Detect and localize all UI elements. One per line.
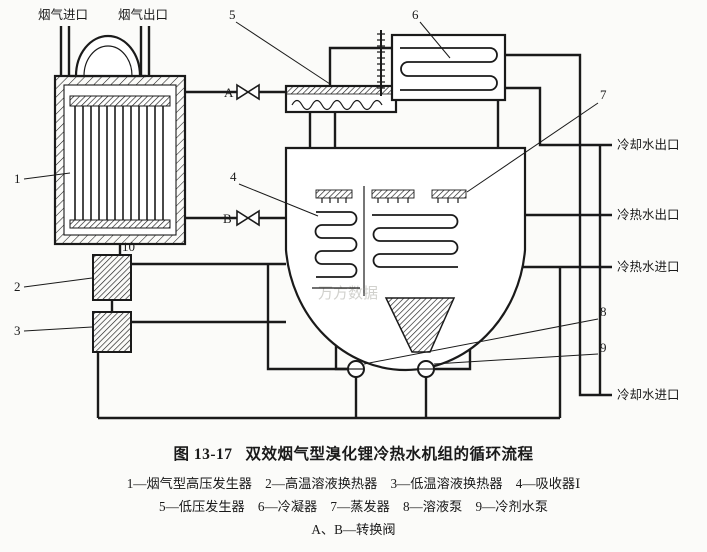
level-gauge	[377, 30, 385, 96]
spray-header	[431, 189, 467, 199]
high-temp-heat-exchanger	[92, 254, 132, 301]
caption-title-row: 图 13-17 双效烟气型溴化锂冷热水机组的循环流程	[0, 442, 707, 464]
low-temp-heat-exchanger	[92, 311, 132, 353]
valve-b	[236, 209, 260, 227]
dome-inner	[83, 45, 133, 77]
callout-numbers: 1 2 3 4 5 6 7 8 9 10 A B	[14, 7, 607, 355]
callout-4: 4	[230, 169, 237, 184]
leader-line	[23, 277, 93, 288]
condenser-coil	[400, 47, 498, 91]
callout-1: 1	[14, 171, 21, 186]
tube-sheet-bottom	[69, 219, 171, 229]
lp-generator	[284, 84, 398, 114]
flue-gas-outlet-label: 烟气出口	[118, 7, 168, 22]
callout-5: 5	[229, 7, 236, 22]
leader-line	[235, 21, 331, 85]
valve-a-label: A	[224, 85, 234, 100]
main-shell-body	[284, 146, 527, 371]
callout-6: 6	[412, 7, 419, 22]
spray-drips	[321, 198, 459, 203]
main-shell: 万方数据	[284, 146, 527, 371]
piping-network	[59, 26, 612, 420]
leader-line	[433, 353, 599, 365]
gauge-ticks	[377, 33, 385, 89]
watermark: 万方数据	[318, 285, 378, 302]
pipe	[328, 46, 392, 86]
figure-caption: 图 13-17 双效烟气型溴化锂冷热水机组的循环流程 1—烟气型高压发生器 2—高…	[0, 442, 707, 541]
leader-line	[419, 21, 451, 59]
spray-header	[315, 189, 353, 199]
leader-line	[466, 102, 599, 193]
cooling-water-inlet-pipe	[505, 53, 612, 397]
chilled-hot-water-outlet-label: 冷热水出口	[617, 208, 680, 222]
legend-line-1: 1—烟气型高压发生器 2—高温溶液换热器 3—低温溶液换热器 4—吸收器Ⅰ	[126, 476, 581, 491]
tube-sheet-top	[69, 95, 171, 107]
callout-9: 9	[600, 340, 607, 355]
pipe	[266, 264, 348, 371]
leader-line	[238, 183, 319, 217]
figure-title: 双效烟气型溴化锂冷热水机组的循环流程	[245, 446, 534, 463]
condenser	[390, 33, 507, 102]
lp-generator-coil	[291, 99, 383, 111]
spray-headers	[315, 189, 467, 203]
dome	[74, 34, 142, 77]
absorber-coil	[314, 211, 358, 278]
cooling-water-outlet-pipe	[505, 86, 612, 147]
hp-generator	[53, 34, 187, 246]
collection-funnel	[384, 297, 456, 353]
pipe-text-labels: 烟气进口 烟气出口 冷却水出口 冷热水出口 冷热水进口 冷却水进口	[38, 7, 680, 402]
hp-generator-interior	[63, 84, 177, 236]
cooling-water-outlet-label: 冷却水出口	[617, 138, 680, 152]
lp-generator-hatch	[285, 85, 397, 95]
leader-line	[23, 172, 71, 180]
cooling-water-inlet-label: 冷却水进口	[617, 388, 680, 402]
legend-line-3: A、B—转换阀	[311, 522, 396, 538]
callout-10: 10	[122, 239, 135, 254]
evaporator-coil	[372, 214, 459, 268]
flue-gas-inlet-label: 烟气进口	[38, 7, 88, 22]
flow-diagram: 万方数据 1 2 3 4	[14, 7, 680, 420]
valve-a	[236, 83, 260, 101]
chilled-hot-water-inlet-label: 冷热水进口	[617, 260, 680, 274]
spray-header	[371, 189, 415, 199]
callout-7: 7	[600, 87, 607, 102]
valve-b-label: B	[223, 211, 232, 226]
flue-tube-bundle	[74, 106, 164, 220]
figure-number: 图 13-17	[173, 446, 233, 463]
callout-3: 3	[14, 323, 21, 338]
leader-lines	[23, 21, 599, 365]
callout-8: 8	[600, 304, 607, 319]
leader-line	[363, 318, 599, 365]
callout-2: 2	[14, 279, 21, 294]
leader-line	[23, 326, 93, 332]
legend-line-2: 5—低压发生器 6—冷凝器 7—蒸发器 8—溶液泵 9—冷剂水泵	[158, 499, 549, 515]
